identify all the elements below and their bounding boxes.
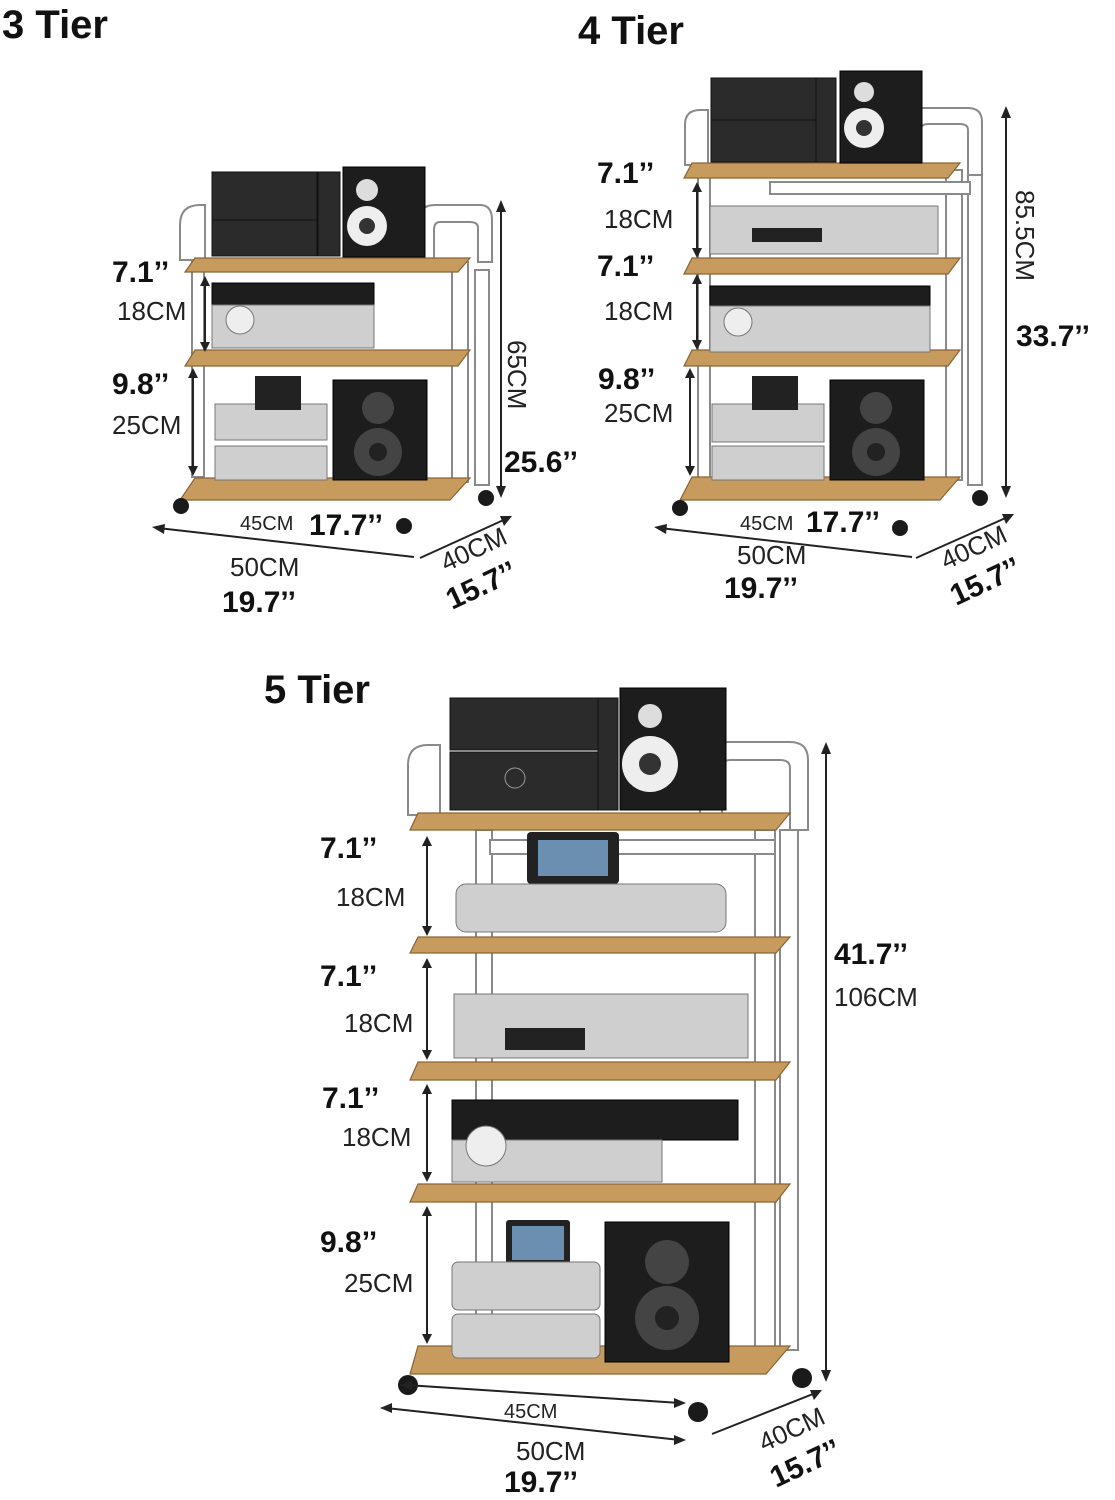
tier3-inner-width-inch: 17.7’’: [309, 509, 383, 542]
tier3-spacing-2-cm: 25CM: [112, 410, 181, 440]
tier5-title: 5 Tier: [264, 668, 370, 712]
tier4-depth-arrow: [915, 515, 1011, 559]
tier3-width-cm: 50CM: [230, 552, 299, 582]
tier4-spacing-3-inch: 9.8’’: [598, 363, 655, 396]
tier5-width-cm: 50CM: [516, 1436, 585, 1466]
tier3-spacing-2-inch: 9.8’’: [112, 368, 169, 401]
tier4-spacing-1-inch: 7.1’’: [597, 157, 654, 190]
tier5-spacing-2-cm: 18CM: [344, 1008, 413, 1038]
tier5-rack-illustration: [398, 687, 812, 1422]
tier3-width-arrow: [157, 527, 415, 558]
tier4-width-inch: 19.7’’: [724, 572, 798, 605]
tier4-inner-width-inch: 17.7’’: [806, 506, 880, 539]
tier4-height-cm: 85.5CM: [1010, 190, 1040, 281]
tier5-spacing-4-inch: 9.8’’: [320, 1226, 377, 1259]
tier3-height-cm: 65CM: [502, 340, 532, 409]
tier5-shelf-2: [409, 936, 792, 954]
tier5-spacing-3-cm: 18CM: [342, 1122, 411, 1152]
tier4-height-inch: 33.7’’: [1016, 320, 1090, 353]
tier5-width-inch: 19.7’’: [504, 1466, 578, 1499]
tier5-depth-arrow: [711, 1391, 819, 1435]
tier5-shelf-4: [409, 1183, 792, 1203]
tier4-width-cm: 50CM: [737, 540, 806, 570]
tier4-spacing-1-cm: 18CM: [604, 204, 673, 234]
tier4-width-arrow: [659, 527, 913, 558]
tier3-depth-arrow: [419, 517, 509, 559]
tier3-width-inch: 19.7’’: [222, 586, 296, 619]
tier4-group: 4 Tier: [578, 9, 1090, 612]
tier3-spacing-1-inch: 7.1’’: [112, 256, 169, 289]
tier5-width-arrow: [385, 1407, 681, 1441]
tier5-shelf-1: [409, 812, 792, 831]
tier3-spacing-1-cm: 18CM: [117, 296, 186, 326]
tier4-spacing-3-cm: 25CM: [604, 398, 673, 428]
tier4-shelf-1: [683, 162, 962, 179]
tier4-spacing-2-cm: 18CM: [604, 296, 673, 326]
tier5-group: 5 Tier: [264, 668, 918, 1499]
tier3-height-inch: 25.6’’: [504, 446, 578, 479]
tier5-spacing-3-inch: 7.1’’: [322, 1082, 379, 1115]
tier4-shelf-2: [683, 257, 962, 275]
tier3-title: 3 Tier: [2, 3, 108, 47]
tier3-shelf-2: [183, 349, 472, 367]
tier5-height-cm: 106CM: [834, 982, 918, 1012]
tier3-group: 3 Tier: [2, 3, 578, 619]
tier3-inner-width-cm: 45CM: [240, 513, 293, 535]
tier5-inner-width-cm: 45CM: [504, 1401, 557, 1423]
tier3-shelf-3: [178, 477, 472, 501]
tier3-rack-illustration: [173, 166, 494, 534]
tier4-inner-width-cm: 45CM: [740, 513, 793, 535]
tier4-spacing-2-inch: 7.1’’: [597, 250, 654, 283]
tier5-height-inch: 41.7’’: [834, 938, 908, 971]
tier5-spacing-4-cm: 25CM: [344, 1268, 413, 1298]
tier4-rack-illustration: [672, 70, 988, 536]
tier5-inner-width-arrow: [405, 1384, 681, 1404]
tier3-shelf-1: [183, 257, 472, 273]
tier5-spacing-1-cm: 18CM: [336, 882, 405, 912]
tier5-shelf-3: [409, 1061, 792, 1081]
tier5-spacing-2-inch: 7.1’’: [320, 960, 377, 993]
tier4-title: 4 Tier: [578, 9, 684, 53]
tier5-spacing-1-inch: 7.1’’: [320, 832, 377, 865]
